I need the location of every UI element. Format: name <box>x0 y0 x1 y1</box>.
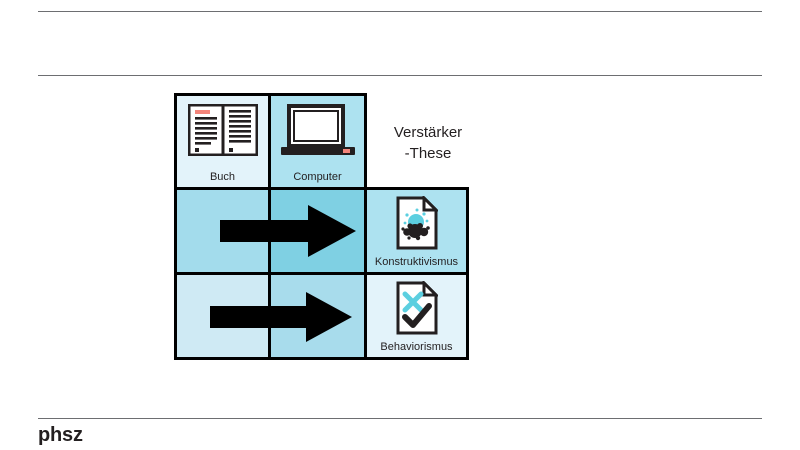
header-divider-top <box>38 11 762 12</box>
document-check-cross-icon <box>367 281 466 335</box>
document-splatter-icon <box>367 196 466 250</box>
verstaerker-these-matrix: Buch Computer <box>174 93 469 360</box>
open-book-icon <box>177 104 268 156</box>
thesis-caption-line-2: -These <box>404 145 452 162</box>
cell-computer[interactable]: Computer <box>268 93 367 190</box>
footer-divider <box>38 418 762 419</box>
cell-buch[interactable]: Buch <box>174 93 271 190</box>
cell-arrow-row-3-left[interactable] <box>174 272 271 360</box>
thesis-caption-line-1: Verstärker <box>393 124 463 141</box>
cell-label-buch: Buch <box>209 171 236 183</box>
header-divider-bottom <box>38 75 762 76</box>
brand-logo-phsz: phsz <box>38 424 83 446</box>
thesis-caption: Verstärker -These <box>374 122 482 164</box>
cell-label-konstruktivismus: Konstruktivismus <box>374 256 459 268</box>
cell-arrow-row-2-right[interactable] <box>268 187 367 275</box>
cell-arrow-row-3-right[interactable] <box>268 272 367 360</box>
cell-konstruktivismus[interactable]: Konstruktivismus <box>364 187 469 275</box>
cell-arrow-row-2-left[interactable] <box>174 187 271 275</box>
cell-label-computer: Computer <box>293 171 342 183</box>
cell-label-behaviorismus: Behaviorismus <box>380 341 453 353</box>
cell-behaviorismus[interactable]: Behaviorismus <box>364 272 469 360</box>
laptop-computer-icon <box>271 104 364 158</box>
